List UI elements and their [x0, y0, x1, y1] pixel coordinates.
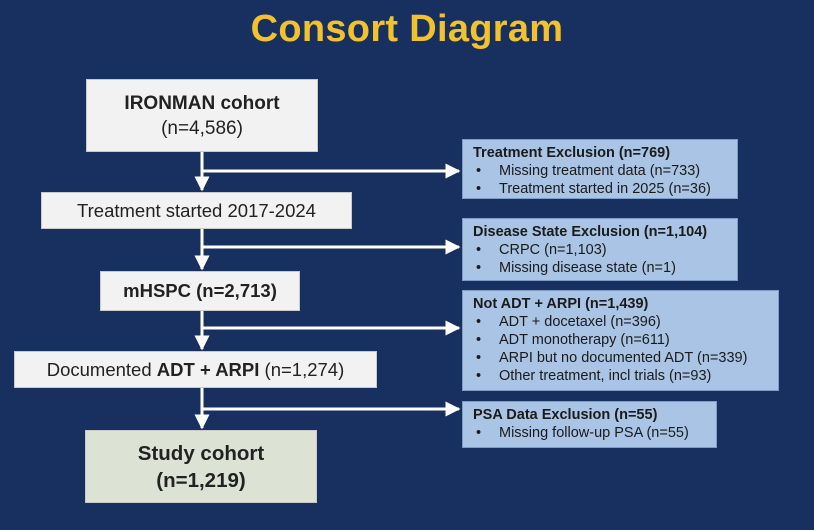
- ironman-cohort-box: IRONMAN cohort (n=4,586): [86, 79, 318, 152]
- treatment-started-box: Treatment started 2017-2024: [41, 192, 352, 229]
- mhspc-box: mHSPC (n=2,713): [100, 271, 300, 311]
- not-adt-arpi-title: Not ADT + ARPI (n=1,439): [473, 296, 649, 312]
- disease-state-exclusion-title: Disease State Exclusion (n=1,104): [473, 224, 708, 240]
- list-item: •ADT + docetaxel (n=396): [476, 314, 661, 330]
- study-cohort-box: Study cohort (n=1,219): [85, 430, 317, 503]
- psa-data-exclusion-title: PSA Data Exclusion (n=55): [473, 407, 658, 423]
- list-item: •Missing disease state (n=1): [476, 260, 676, 276]
- documented-suffix: (n=1,274): [259, 358, 345, 380]
- list-item: •Missing treatment data (n=733): [476, 163, 701, 179]
- study-cohort-count: (n=1,219): [156, 468, 246, 492]
- disease-state-exclusion-box: Disease State Exclusion (n=1,104) •CRPC …: [462, 218, 738, 281]
- treatment-exclusion-box: Treatment Exclusion (n=769) •Missing tre…: [462, 139, 738, 199]
- list-item: •Other treatment, incl trials (n=93): [476, 368, 712, 384]
- documented-prefix: Documented: [46, 358, 157, 380]
- list-item: •Missing follow-up PSA (n=55): [476, 425, 689, 441]
- list-item: •ARPI but no documented ADT (n=339): [476, 350, 748, 366]
- list-item: •Treatment started in 2025 (n=36): [476, 181, 711, 197]
- ironman-cohort-count: (n=4,586): [161, 117, 243, 139]
- mhspc-label: mHSPC (n=2,713): [123, 280, 277, 301]
- list-item: •CRPC (n=1,103): [476, 242, 607, 258]
- page-title: Consort Diagram: [250, 8, 564, 50]
- treatment-started-label: Treatment started 2017-2024: [77, 199, 316, 221]
- documented-adt-arpi-box: Documented ADT + ARPI (n=1,274): [14, 351, 377, 388]
- study-cohort-label: Study cohort: [137, 441, 265, 465]
- psa-data-exclusion-box: PSA Data Exclusion (n=55) •Missing follo…: [462, 401, 717, 448]
- treatment-exclusion-title: Treatment Exclusion (n=769): [473, 145, 671, 161]
- list-item: •ADT monotherapy (n=611): [476, 332, 670, 348]
- not-adt-arpi-exclusion-box: Not ADT + ARPI (n=1,439) •ADT + docetaxe…: [462, 290, 779, 391]
- ironman-cohort-label: IRONMAN cohort: [124, 92, 280, 114]
- documented-bold: ADT + ARPI: [156, 358, 260, 380]
